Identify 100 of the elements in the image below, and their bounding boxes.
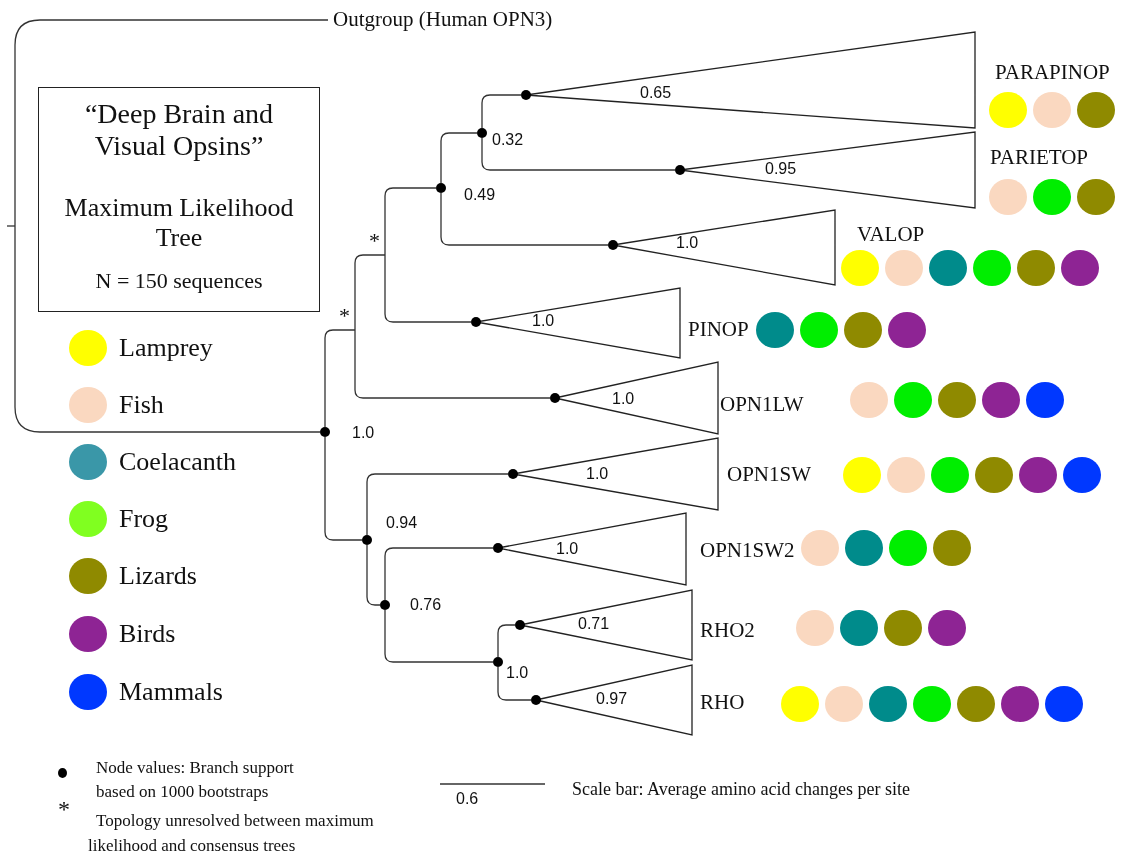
- species-marker: [989, 92, 1027, 128]
- species-marker: [1077, 92, 1115, 128]
- species-marker: [989, 179, 1027, 215]
- clade-name: PARIETOP: [990, 145, 1089, 170]
- clade-name: VALOP: [857, 222, 925, 247]
- clade-name: PINOP: [688, 317, 749, 342]
- tree-branch: [384, 547, 494, 601]
- support-value: 0.49: [464, 186, 496, 204]
- species-marker: [840, 610, 878, 646]
- tree-title: “Deep Brain and Visual Opsins”: [83, 98, 275, 163]
- species-marker: [884, 610, 922, 646]
- tree-subtitle: Maximum Likelihood Tree: [63, 193, 295, 253]
- support-value: 0.94: [386, 514, 418, 532]
- species-marker: [913, 686, 951, 722]
- tree-branch: [14, 19, 329, 433]
- clade-name: OPN1SW2: [700, 538, 795, 563]
- tree-branch: [354, 254, 386, 331]
- species-marker: [869, 686, 907, 722]
- tree-branch: [440, 192, 609, 246]
- legend-note: Node values: Branch support based on 1000 bootstraps: [96, 757, 295, 803]
- clade-name: RHO2: [700, 618, 755, 643]
- species-marker: [957, 686, 995, 722]
- scale-value: 0.6: [456, 790, 479, 808]
- legend-label: Lamprey: [119, 333, 213, 363]
- support-value: 0.71: [578, 615, 610, 633]
- support-value: 1.0: [676, 234, 699, 252]
- tree-branch: [384, 187, 437, 256]
- tree-branch: [497, 666, 532, 701]
- legend-label: Birds: [119, 619, 176, 649]
- clade-name: RHO: [700, 690, 745, 715]
- species-marker: [933, 530, 971, 566]
- species-marker: [845, 530, 883, 566]
- species-marker: [938, 382, 976, 418]
- tree-branch: [366, 473, 509, 536]
- species-marker: [1019, 457, 1057, 493]
- tree-branch: [354, 329, 551, 399]
- support-value: 1.0: [586, 465, 609, 483]
- tree-branch: [324, 329, 356, 428]
- legend-label: Coelacanth: [119, 447, 236, 477]
- species-marker: [982, 382, 1020, 418]
- tree-branch: [481, 94, 522, 129]
- species-marker: [1045, 686, 1083, 722]
- species-marker: [1033, 179, 1071, 215]
- species-marker: [1026, 382, 1064, 418]
- tree-branch: [497, 624, 516, 658]
- support-value: 1.0: [532, 312, 555, 330]
- legend-label: Frog: [119, 504, 169, 534]
- species-marker: [1001, 686, 1039, 722]
- asterisk-symbol: *: [58, 796, 70, 823]
- clade-name: OPN1SW: [727, 462, 811, 487]
- species-marker: [801, 530, 839, 566]
- species-marker: [825, 686, 863, 722]
- species-marker: [1063, 457, 1101, 493]
- species-marker: [841, 250, 879, 286]
- support-value: 1.0: [556, 540, 579, 558]
- asterisk-mark: *: [369, 231, 380, 251]
- species-marker: [973, 250, 1011, 286]
- species-marker: [887, 457, 925, 493]
- clade-name: PARAPINOP: [995, 60, 1110, 85]
- footnote-text: Topology unresolved between maximum likelihood and consensus trees: [88, 810, 375, 852]
- support-value: 1.0: [506, 664, 529, 682]
- legend-label: Fish: [119, 390, 164, 420]
- species-marker: [1017, 250, 1055, 286]
- tree-branch: [481, 137, 676, 171]
- species-marker: [929, 250, 967, 286]
- species-marker: [888, 312, 926, 348]
- species-marker: [975, 457, 1013, 493]
- title-box: [38, 87, 320, 312]
- species-marker: [800, 312, 838, 348]
- species-marker: [889, 530, 927, 566]
- species-marker: [843, 457, 881, 493]
- support-value: 0.32: [492, 131, 524, 149]
- clade-name: OPN1LW: [720, 392, 804, 417]
- scale-bar-caption: Scale bar: Average amino acid changes per site: [572, 779, 911, 800]
- support-value: 1.0: [352, 424, 375, 442]
- species-marker: [1077, 179, 1115, 215]
- support-value: 1.0: [612, 390, 635, 408]
- sequence-count: N = 150 sequences: [94, 268, 264, 294]
- support-value: 0.76: [410, 596, 442, 614]
- species-marker: [796, 610, 834, 646]
- outgroup-label: Outgroup (Human OPN3): [333, 7, 553, 32]
- tree-branch: [324, 436, 363, 541]
- asterisk-mark: *: [339, 306, 350, 326]
- species-marker: [756, 312, 794, 348]
- species-marker: [885, 250, 923, 286]
- legend-label: Lizards: [119, 561, 197, 591]
- species-marker: [781, 686, 819, 722]
- species-marker: [1061, 250, 1099, 286]
- species-marker: [850, 382, 888, 418]
- tree-branch: [366, 544, 381, 606]
- support-value: 0.97: [596, 690, 628, 708]
- legend-label: Mammals: [119, 677, 223, 707]
- support-value: 0.65: [640, 84, 672, 102]
- support-value: 0.95: [765, 160, 797, 178]
- tree-branch: [440, 132, 478, 184]
- species-marker: [928, 610, 966, 646]
- species-marker: [1033, 92, 1071, 128]
- tree-branch: [384, 609, 494, 663]
- species-marker: [931, 457, 969, 493]
- species-marker: [894, 382, 932, 418]
